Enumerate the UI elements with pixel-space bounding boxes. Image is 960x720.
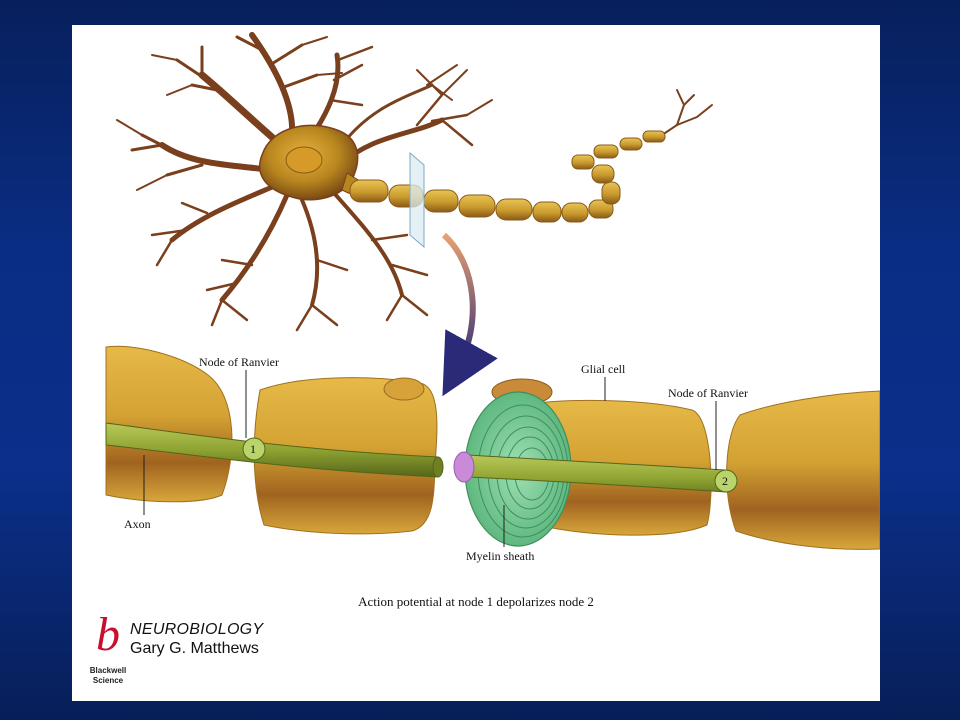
label-myelin-sheath: Myelin sheath — [466, 549, 534, 563]
axon-cut-end-right — [453, 451, 475, 483]
publisher-name: Blackwell Science — [80, 666, 136, 686]
node-1-number: 1 — [250, 442, 256, 456]
zoom-arrow — [441, 232, 498, 397]
node-2-number: 2 — [722, 474, 728, 488]
dendrites — [116, 32, 493, 332]
label-node-of-ranvier-right: Node of Ranvier — [668, 386, 748, 400]
figure-caption: Action potential at node 1 depolarizes n… — [358, 594, 594, 609]
neuron-myelination-diagram: 1 2 Node of Ranvier — [105, 32, 880, 563]
label-glial-cell: Glial cell — [581, 362, 626, 376]
axon-cut-end-left — [432, 456, 444, 478]
axon-terminal — [664, 89, 713, 134]
cross-section-plane — [409, 151, 425, 249]
neuron-illustration — [116, 32, 713, 397]
myelinated-axon — [349, 130, 666, 223]
leader-lines — [143, 370, 717, 547]
node-2-marker — [714, 469, 738, 493]
book-author: Gary G. Matthews — [130, 640, 259, 657]
publisher-line-1: Blackwell — [89, 666, 127, 675]
figure-panel: 1 2 Node of Ranvier — [72, 25, 880, 701]
glial-nucleus-left — [383, 377, 425, 401]
publisher-line-2: Science — [92, 676, 124, 685]
myelin-segment-far-right — [726, 390, 880, 550]
enlarged-axon-illustration: 1 2 — [105, 345, 880, 550]
label-axon: Axon — [124, 517, 151, 531]
node-1-marker — [242, 437, 266, 461]
book-title: NEUROBIOLOGY — [130, 621, 264, 638]
nucleus — [285, 146, 323, 174]
publisher-logo-b: b — [96, 608, 120, 661]
label-node-of-ranvier-left: Node of Ranvier — [199, 355, 279, 369]
myelin-segment-far-left — [105, 345, 233, 503]
